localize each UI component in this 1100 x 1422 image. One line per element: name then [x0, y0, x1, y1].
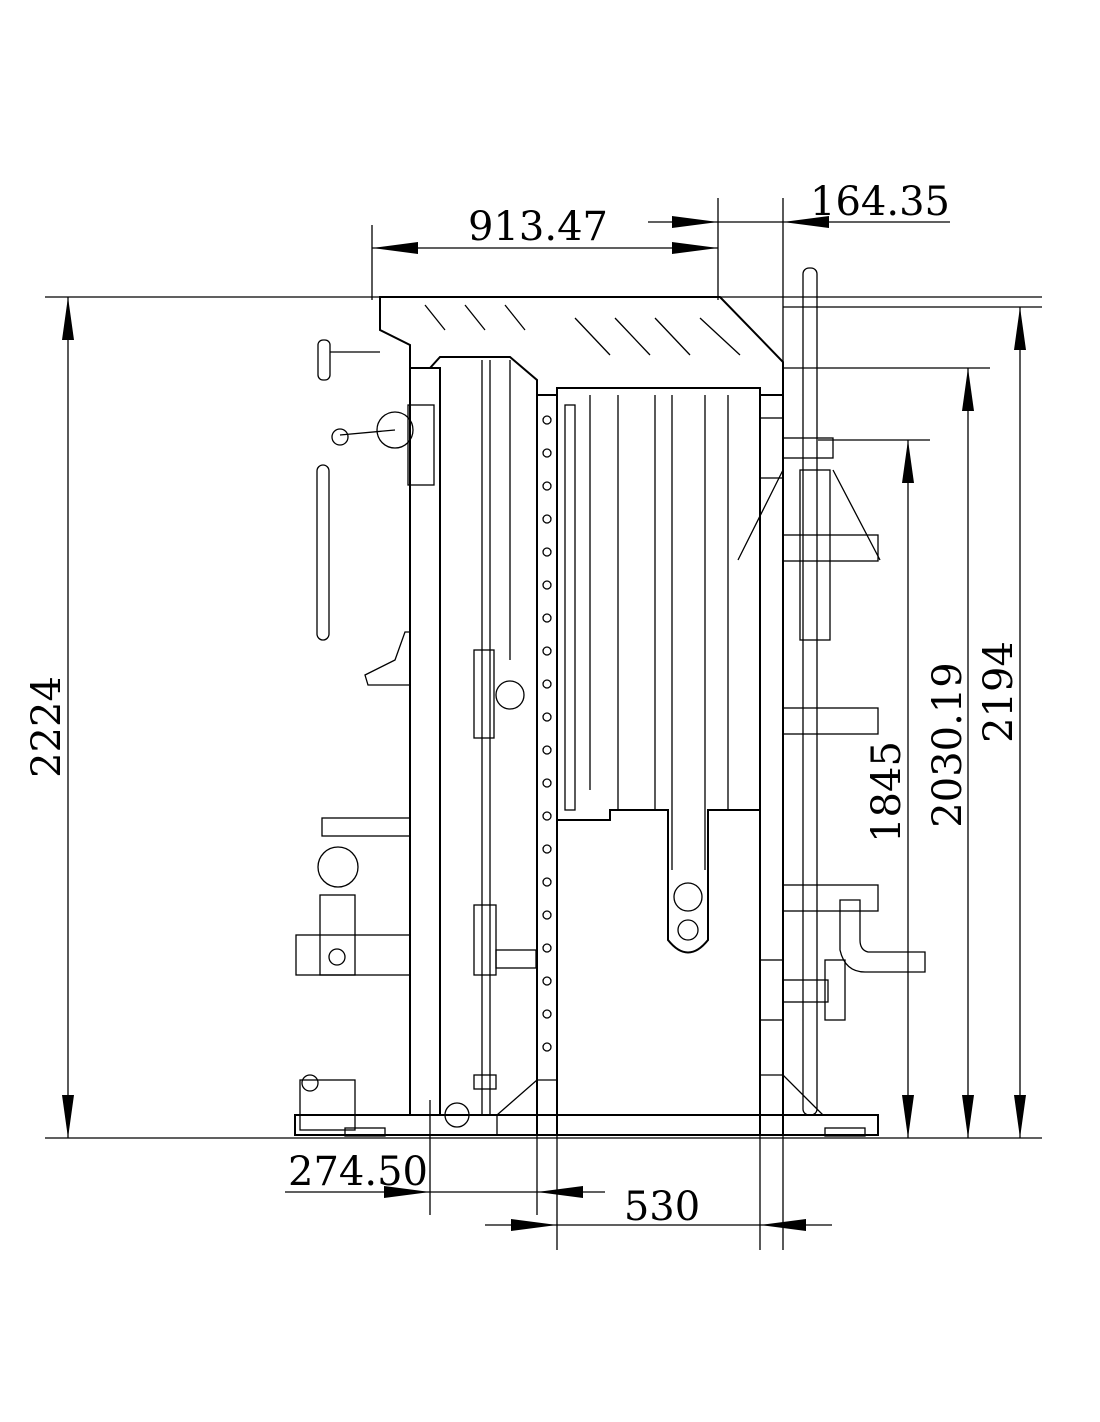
- column-hole: [542, 976, 552, 986]
- weight-stack: [556, 809, 761, 1116]
- column-hole: [542, 778, 552, 788]
- column-hole: [542, 1009, 552, 1019]
- dim-label-164: 164.35: [810, 179, 950, 225]
- top-plate-slots: [424, 304, 741, 356]
- dim-label-1845: 1845: [864, 741, 910, 843]
- dim-label-530: 530: [624, 1184, 700, 1230]
- right-bar-post: [802, 267, 818, 1116]
- column-hole: [542, 877, 552, 887]
- column-hole: [542, 1042, 552, 1052]
- front-column: [536, 394, 558, 1136]
- machine-frame: [294, 267, 926, 1137]
- dimension-2224: [62, 297, 74, 1138]
- dimension-1845: [902, 440, 914, 1138]
- column-hole: [542, 580, 552, 590]
- dim-label-2224: 2224: [24, 676, 70, 778]
- column-hole: [542, 811, 552, 821]
- dimension-274: [285, 1186, 605, 1198]
- column-hole: [542, 679, 552, 689]
- dim-label-2194: 2194: [976, 641, 1022, 743]
- column-holes: [542, 415, 552, 1052]
- base-rail: [294, 1114, 879, 1136]
- column-hole: [542, 844, 552, 854]
- column-hole: [542, 712, 552, 722]
- dim-label-2030: 2030.19: [925, 662, 971, 827]
- dimension-2030: [962, 368, 974, 1138]
- dim-label-274: 274.50: [288, 1149, 428, 1195]
- left-column: [409, 367, 441, 1116]
- dim-label-913: 913.47: [468, 204, 608, 250]
- column-hole: [542, 481, 552, 491]
- extension-lines: [45, 198, 1042, 1250]
- rear-column: [759, 394, 784, 1136]
- column-hole: [542, 415, 552, 425]
- column-hole: [542, 514, 552, 524]
- dimension-164: [648, 216, 950, 228]
- column-hole: [542, 646, 552, 656]
- dimension-530: [485, 1219, 832, 1231]
- column-hole: [542, 745, 552, 755]
- dimension-913: [372, 242, 718, 254]
- column-hole: [542, 943, 552, 953]
- column-hole: [542, 448, 552, 458]
- column-hole: [542, 910, 552, 920]
- column-hole: [542, 547, 552, 557]
- dimension-2194: [1014, 307, 1026, 1138]
- column-hole: [542, 613, 552, 623]
